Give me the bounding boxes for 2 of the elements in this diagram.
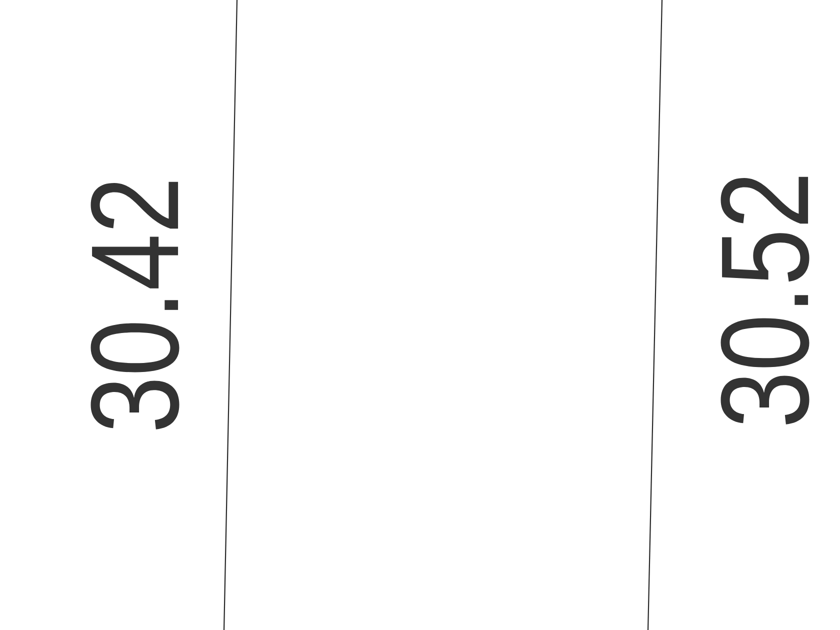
dimension-label: 30.42 [90,182,180,430]
dimension-label: 30.52 [720,176,810,424]
